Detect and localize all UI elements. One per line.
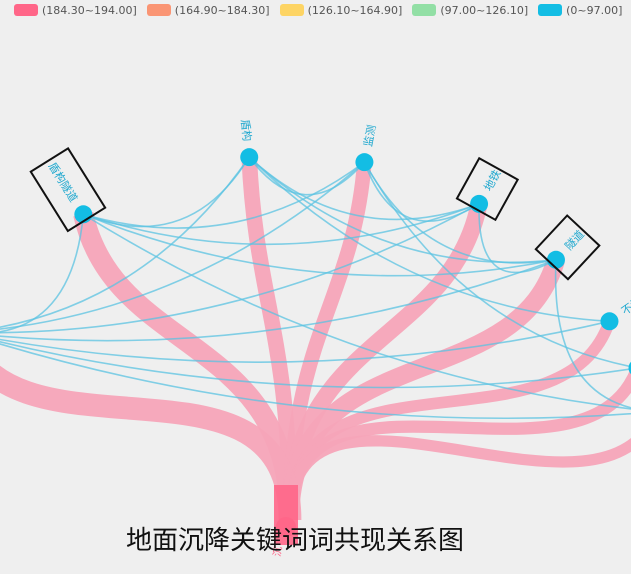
cooc-link [0, 343, 631, 420]
root-link [284, 435, 631, 521]
legend-item[interactable]: (0~97.00] [538, 4, 622, 17]
keyword-node [546, 250, 565, 269]
legend-swatch [538, 4, 563, 16]
legend-swatch [14, 4, 38, 16]
cooc-link [83, 213, 557, 277]
cooc-link [0, 320, 610, 363]
keyword-nodes [74, 148, 631, 375]
root-node [276, 517, 296, 537]
root-label: 沉 [270, 545, 285, 557]
node-label: 地铁 [482, 168, 504, 194]
node-label: 监测 [362, 124, 379, 148]
chart-title: 地面沉降关键词词共现关系图 [125, 526, 464, 556]
highlight-box [534, 214, 601, 281]
legend-label: (97.00~126.10] [440, 3, 529, 17]
legend: (184.30~194.00] (164.90~184.30] (126.10~16… [14, 2, 622, 18]
keyword-node [355, 153, 374, 172]
highlight-box [455, 156, 520, 222]
node-label: 不均匀沉降 [619, 275, 631, 318]
cooc-link [83, 203, 480, 246]
cooc-link [0, 161, 365, 330]
root-links: 沉 [0, 156, 631, 558]
legend-swatch [279, 4, 304, 16]
node-label: 盾构 [238, 119, 254, 142]
legend-swatch [412, 4, 437, 16]
cooc-link [83, 156, 250, 228]
legend-item[interactable]: (164.90~184.30] [146, 3, 270, 17]
legend-item[interactable]: (126.10~164.90] [279, 3, 403, 17]
cooc-link [83, 161, 365, 229]
legend-label: (164.90~184.30] [174, 3, 270, 17]
keyword-node [628, 361, 631, 375]
root-link [0, 365, 302, 521]
legend-label: (184.30~194.00] [42, 3, 137, 17]
cooc-link [0, 156, 250, 328]
cooc-link [248, 156, 557, 263]
legend-item[interactable]: (184.30~194.00] [14, 4, 137, 17]
cooc-link [478, 203, 557, 274]
cooc-link [554, 259, 631, 409]
legend-label: (0~97.00] [566, 3, 623, 17]
keyword-node [240, 148, 259, 167]
legend-label: (126.10~164.90] [307, 3, 403, 17]
cooc-link [248, 156, 366, 196]
cooc-link [363, 161, 631, 368]
node-label: 盾构隧道 [46, 160, 81, 205]
keyword-node [600, 312, 619, 331]
legend-swatch [146, 4, 171, 16]
highlight-boxes [29, 146, 601, 281]
cooc-link [0, 340, 631, 389]
cooc-link [0, 259, 557, 342]
cooc-link [248, 156, 610, 323]
cooc-link [0, 203, 480, 334]
cooccurrence-links [0, 156, 631, 420]
cooc-link [0, 214, 85, 333]
highlight-box [29, 146, 107, 233]
legend-item[interactable]: (97.00~126.10] [412, 4, 528, 17]
cooc-link [82, 213, 631, 410]
